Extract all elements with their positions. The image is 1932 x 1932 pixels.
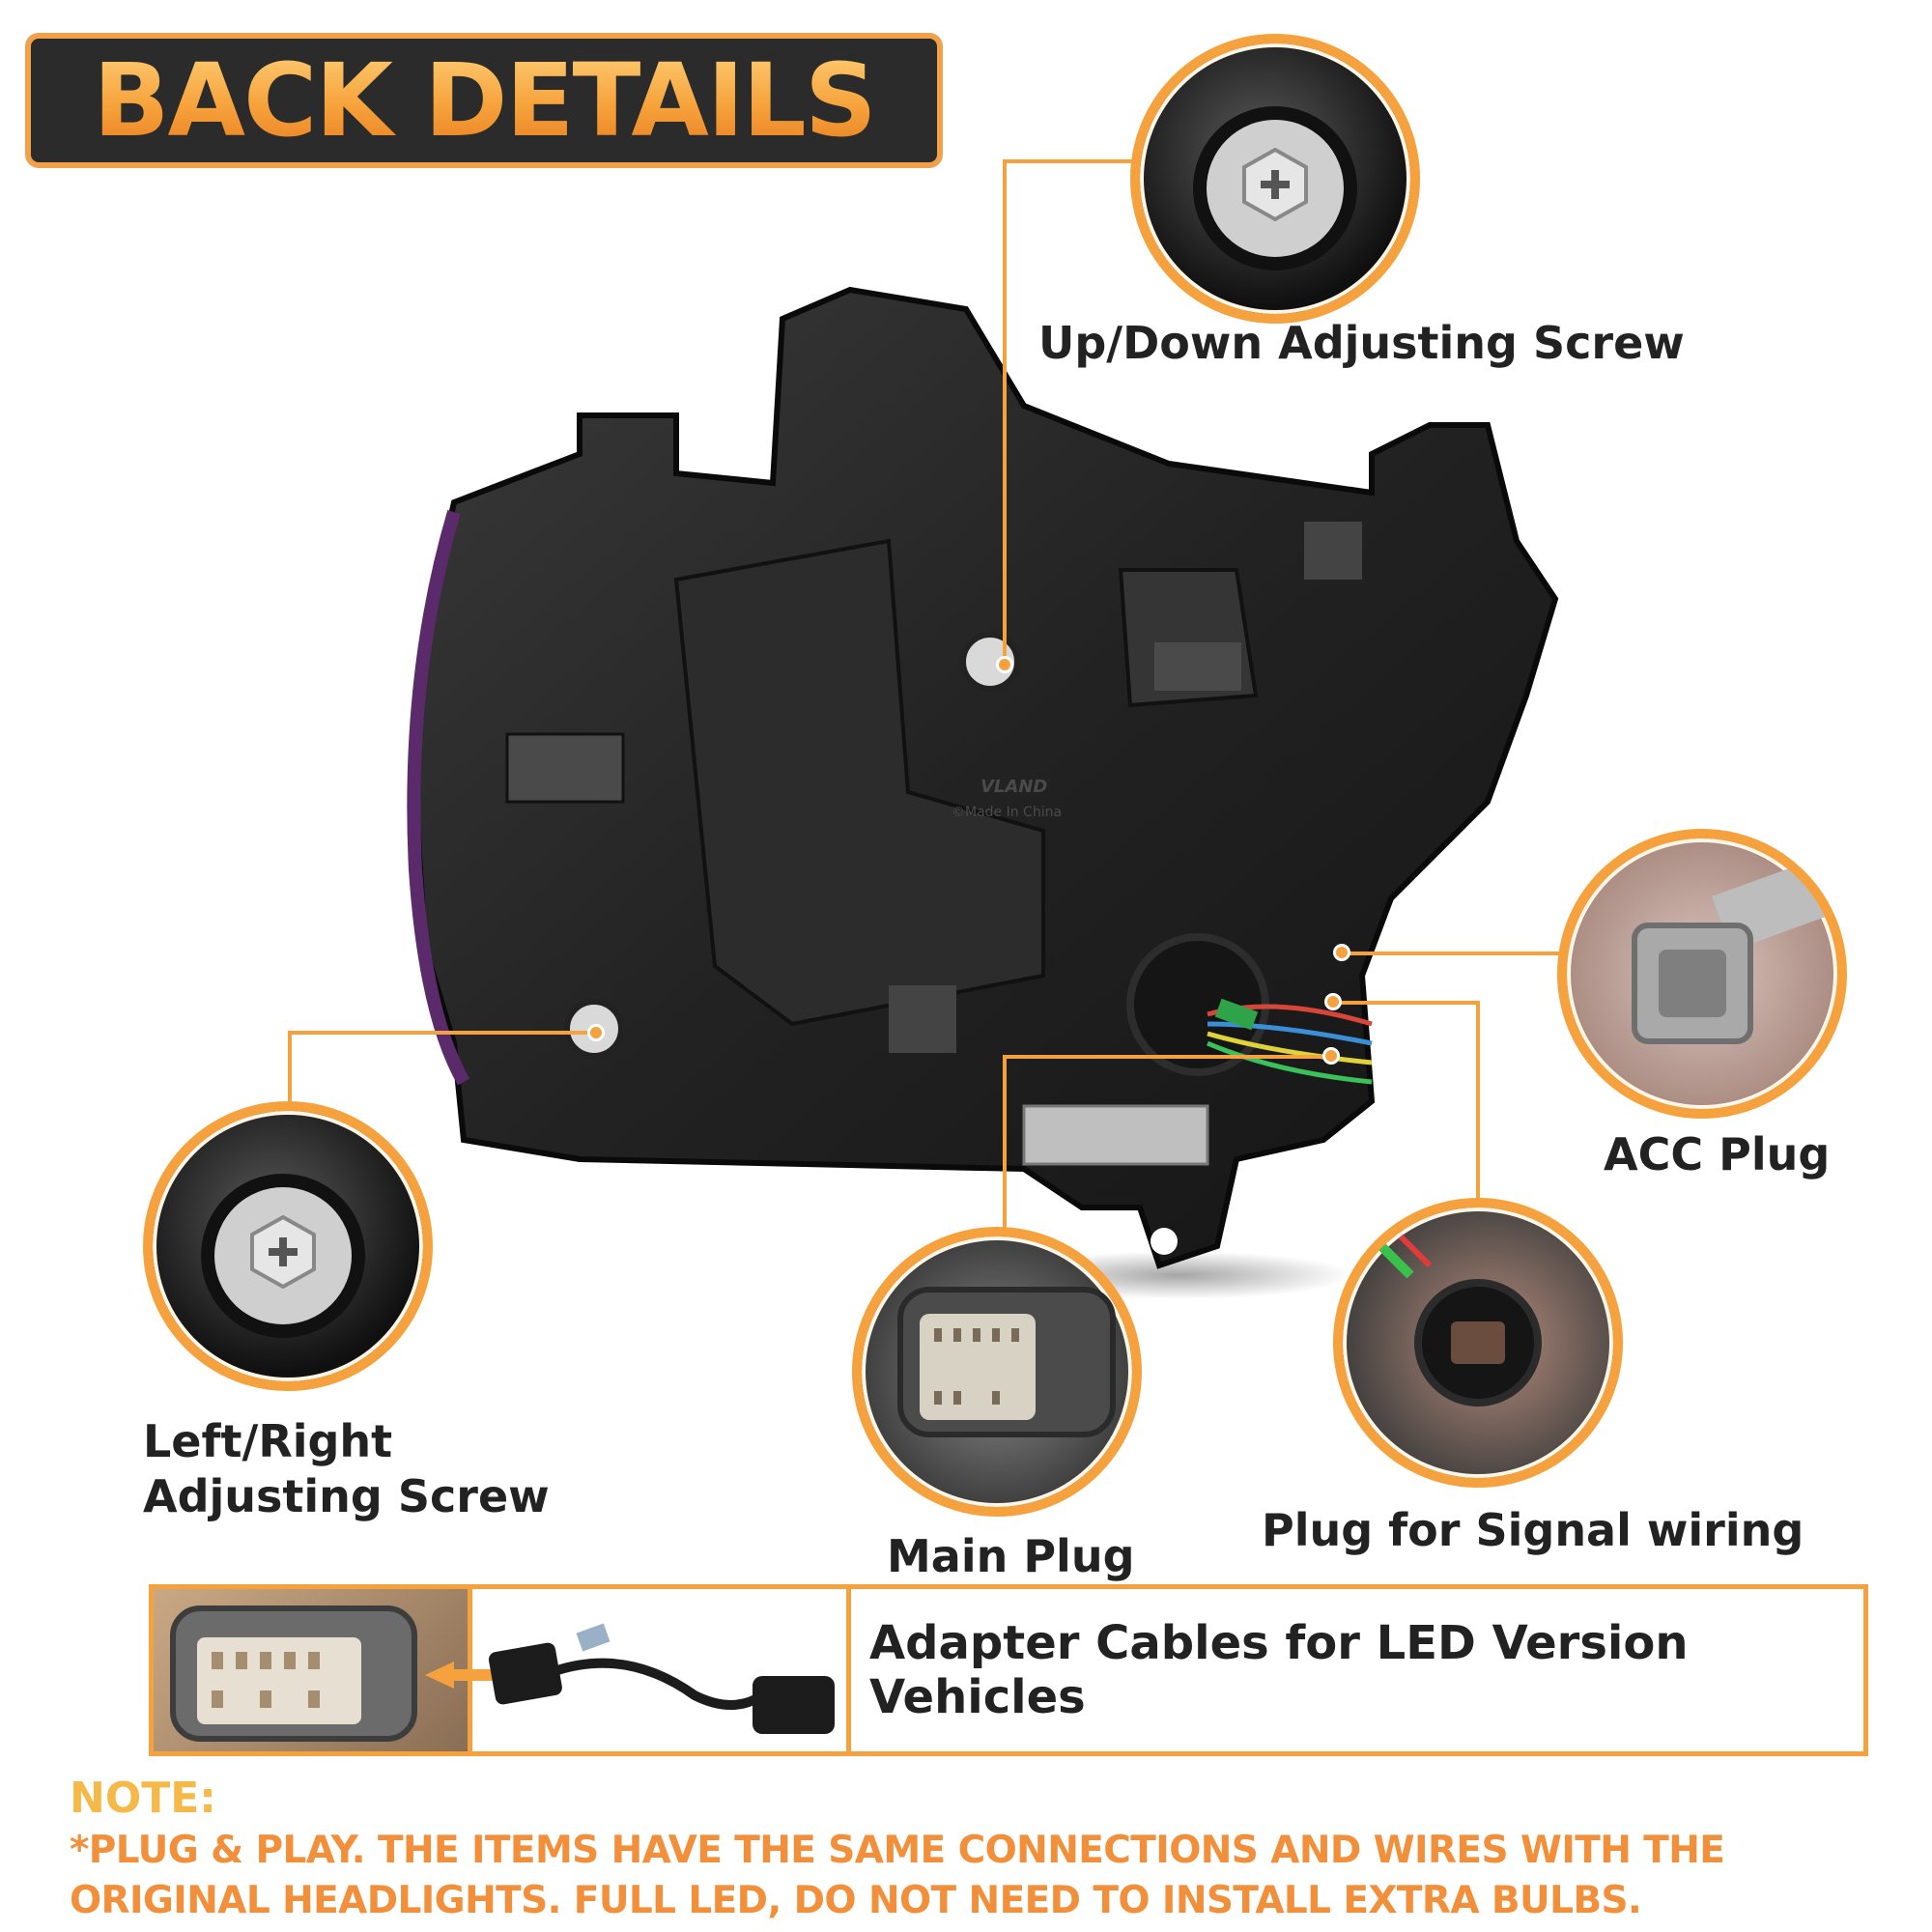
connector-icon <box>170 1605 417 1742</box>
marker-signal <box>1324 993 1342 1010</box>
marker-acc <box>1333 944 1350 961</box>
page-title: BACK DETAILS <box>93 42 876 159</box>
adapter-cable-photo <box>472 1589 846 1751</box>
label-main-plug: Main Plug <box>887 1530 1135 1582</box>
signal-plug-closeup <box>1333 1198 1623 1488</box>
marker-up-down <box>996 656 1013 673</box>
marker-left-right <box>587 1024 605 1041</box>
title-banner: BACK DETAILS <box>25 33 943 168</box>
leader-left-right-h <box>288 1031 597 1035</box>
marker-main <box>1322 1047 1340 1065</box>
leader-main-v <box>1003 1055 1007 1229</box>
left-right-screw-closeup <box>143 1101 433 1391</box>
leader-left-right-v <box>288 1031 292 1110</box>
adapter-connector-photo <box>154 1589 468 1751</box>
screw-icon <box>201 1174 365 1338</box>
main-plug-closeup <box>852 1227 1142 1517</box>
leader-main-h <box>1005 1055 1333 1059</box>
housing-origin: ©Made In China <box>952 805 1062 820</box>
banner-divider <box>846 1589 851 1751</box>
acc-plug-closeup <box>1557 829 1847 1119</box>
up-down-screw-closeup <box>1130 34 1420 324</box>
note-line-1: *PLUG & PLAY. THE ITEMS HAVE THE SAME CO… <box>70 1829 1725 1872</box>
label-acc-plug: ACC Plug <box>1604 1128 1831 1180</box>
label-signal-plug: Plug for Signal wiring <box>1262 1504 1804 1556</box>
plug-icon <box>897 1287 1116 1437</box>
leader-signal-v <box>1476 1001 1480 1204</box>
label-left-right-line1: Left/Right <box>143 1415 393 1467</box>
label-up-down-screw: Up/Down Adjusting Screw <box>1038 317 1685 369</box>
banner-divider <box>468 1589 472 1751</box>
leader-acc-h <box>1343 952 1565 955</box>
cable-icon <box>488 1623 835 1734</box>
leader-up-down-v <box>1003 159 1007 667</box>
label-left-right-line2: Adjusting Screw <box>143 1470 550 1522</box>
housing-brand: VLAND <box>980 777 1047 797</box>
adapter-banner-text: Adapter Cables for LED Version Vehicles <box>869 1616 1689 1724</box>
screw-icon <box>1193 106 1357 270</box>
note-heading: NOTE: <box>70 1774 216 1823</box>
plug-icon <box>1632 850 1837 1044</box>
leader-up-down-h <box>1003 159 1136 163</box>
adapter-arrow-icon <box>425 1662 454 1689</box>
plug-icon <box>1378 1234 1542 1406</box>
note-line-2: ORIGINAL HEADLIGHTS. FULL LED, DO NOT NE… <box>70 1879 1642 1922</box>
leader-signal-h <box>1333 1001 1480 1005</box>
